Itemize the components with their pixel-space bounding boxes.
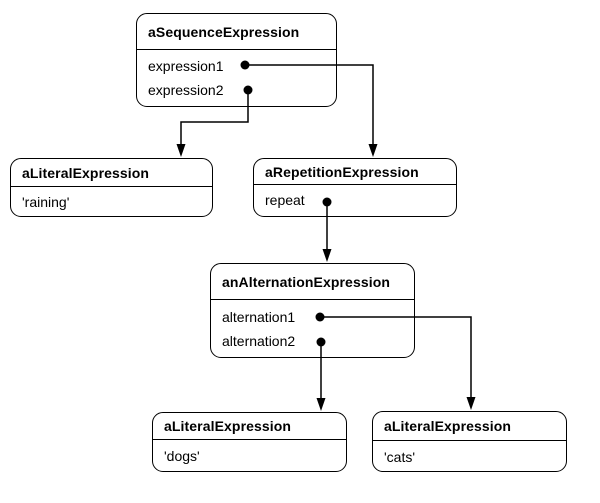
field-literal-value: 'raining' <box>22 194 70 210</box>
field-expression2: expression2 <box>148 82 224 98</box>
arrowhead-into-literal-cats <box>466 397 476 410</box>
arrowhead-into-repetition <box>368 144 378 157</box>
object-title: aLiteralExpression <box>373 412 566 441</box>
field-alternation2: alternation2 <box>222 333 296 349</box>
object-title: aSequenceExpression <box>137 14 336 50</box>
object-fields: alternation1 alternation2 <box>211 300 414 353</box>
object-fields: 'cats' <box>373 441 566 469</box>
object-box-repetition-expression: aRepetitionExpression repeat <box>253 158 457 217</box>
object-box-literal-cats: aLiteralExpression 'cats' <box>372 411 567 472</box>
object-box-sequence-expression: aSequenceExpression expression1 expressi… <box>136 13 337 107</box>
object-box-literal-dogs: aLiteralExpression 'dogs' <box>152 412 347 472</box>
object-fields: 'dogs' <box>153 440 346 468</box>
arrowhead-into-literal-raining <box>176 144 186 157</box>
object-box-alternation-expression: anAlternationExpression alternation1 alt… <box>210 263 415 358</box>
field-alternation1: alternation1 <box>222 309 296 325</box>
object-title: aLiteralExpression <box>153 413 346 440</box>
object-fields: expression1 expression2 <box>137 50 336 102</box>
field-literal-value: 'dogs' <box>164 448 200 464</box>
object-title: aRepetitionExpression <box>254 159 456 185</box>
field-expression1: expression1 <box>148 58 224 74</box>
object-box-literal-raining: aLiteralExpression 'raining' <box>10 158 213 217</box>
field-literal-value: 'cats' <box>384 449 416 465</box>
arrowhead-into-literal-dogs <box>316 398 326 411</box>
arrowhead-into-alternation <box>322 249 332 262</box>
object-title: anAlternationExpression <box>211 264 414 300</box>
field-repeat: repeat <box>265 192 305 208</box>
object-fields: 'raining' <box>11 187 212 214</box>
object-title: aLiteralExpression <box>11 159 212 187</box>
object-fields: repeat <box>254 185 456 212</box>
